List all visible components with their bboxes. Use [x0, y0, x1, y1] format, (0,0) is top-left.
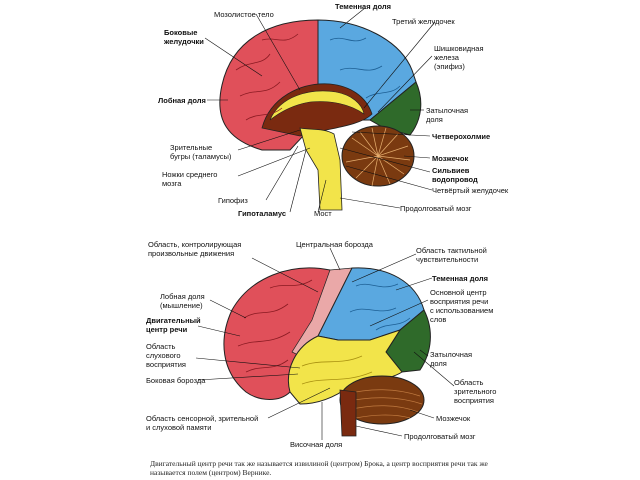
label-top-occipital-lobe: Затылочная доля [426, 106, 469, 124]
parietal-gyri [329, 37, 401, 99]
label-speech-perception: Основной центр восприятия речи с использ… [430, 288, 494, 324]
label-top-cerebellum: Мозжечок [432, 154, 469, 163]
label-top-medulla: Продолговатый мозг [400, 204, 472, 213]
label-tactile-area: Область тактильной чувствительности [416, 246, 487, 264]
bottom-frontal-gyri [237, 279, 313, 373]
label-quadrigemina: Четверохолмие [432, 132, 491, 141]
lateral-view [195, 247, 455, 440]
label-pituitary: Гипофиз [218, 196, 248, 205]
label-midbrain-peduncles: Ножки среднего мозга [162, 170, 218, 188]
label-visual-area: Область зрительного восприятия [454, 378, 497, 405]
label-bottom-parietal-lobe: Теменная доля [432, 274, 488, 283]
figure-caption: Двигательный центр речи так же называетс… [150, 459, 488, 477]
bottom-cerebellum [339, 375, 425, 425]
frontal-gyri [235, 33, 299, 121]
label-lateral-sulcus: Боковая борозда [146, 376, 206, 385]
bottom-temporal-lobe [288, 329, 403, 405]
label-pineal-gland: Шишковидная железа (эпифиз) [434, 44, 484, 71]
label-motor-area: Область, контролирующая произвольные дви… [148, 240, 242, 258]
sagittal-section [204, 7, 436, 213]
label-thalamus: Зрительные бугры (таламусы) [170, 143, 232, 161]
bottom-parietal-gyri [349, 283, 411, 331]
label-auditory-area: Область слухового восприятия [146, 342, 186, 369]
top-brainstem [299, 127, 343, 211]
label-bottom-frontal-lobe: Лобная доля (мышление) [160, 292, 205, 310]
bottom-frontal-lobe [223, 267, 331, 400]
label-corpus-callosum: Мозолистое тело [214, 10, 274, 19]
top-leader-lines [204, 7, 436, 213]
label-third-ventricle: Третий желудочек [392, 17, 455, 26]
label-bottom-cerebellum: Мозжечок [436, 414, 471, 423]
label-aqueduct: Сильвиев водопровод [432, 166, 478, 184]
corpus-callosum-shape [269, 90, 365, 121]
label-central-sulcus: Центральная борозда [296, 240, 373, 249]
label-hypothalamus: Гипоталамус [238, 209, 286, 218]
bottom-temporal-gyri [301, 355, 373, 385]
label-fourth-ventricle: Четвёртый желудочек [432, 186, 509, 195]
label-temporal-lobe: Височная доля [290, 440, 343, 449]
label-bottom-medulla: Продолговатый мозг [404, 432, 476, 441]
bottom-leader-lines [195, 247, 455, 440]
label-motor-speech: Двигательный центр речи [146, 316, 201, 334]
label-top-frontal-lobe: Лобная доля [158, 96, 206, 105]
bottom-brainstem [339, 389, 357, 437]
label-lateral-ventricles: Боковые желудочки [164, 28, 204, 46]
label-sensory-memory: Область сенсорной, зрительной и слуховой… [146, 414, 259, 432]
label-pons: Мост [314, 209, 332, 218]
label-bottom-occipital-lobe: Затылочная доля [430, 350, 473, 368]
label-top-parietal-lobe: Теменная доля [335, 2, 391, 11]
